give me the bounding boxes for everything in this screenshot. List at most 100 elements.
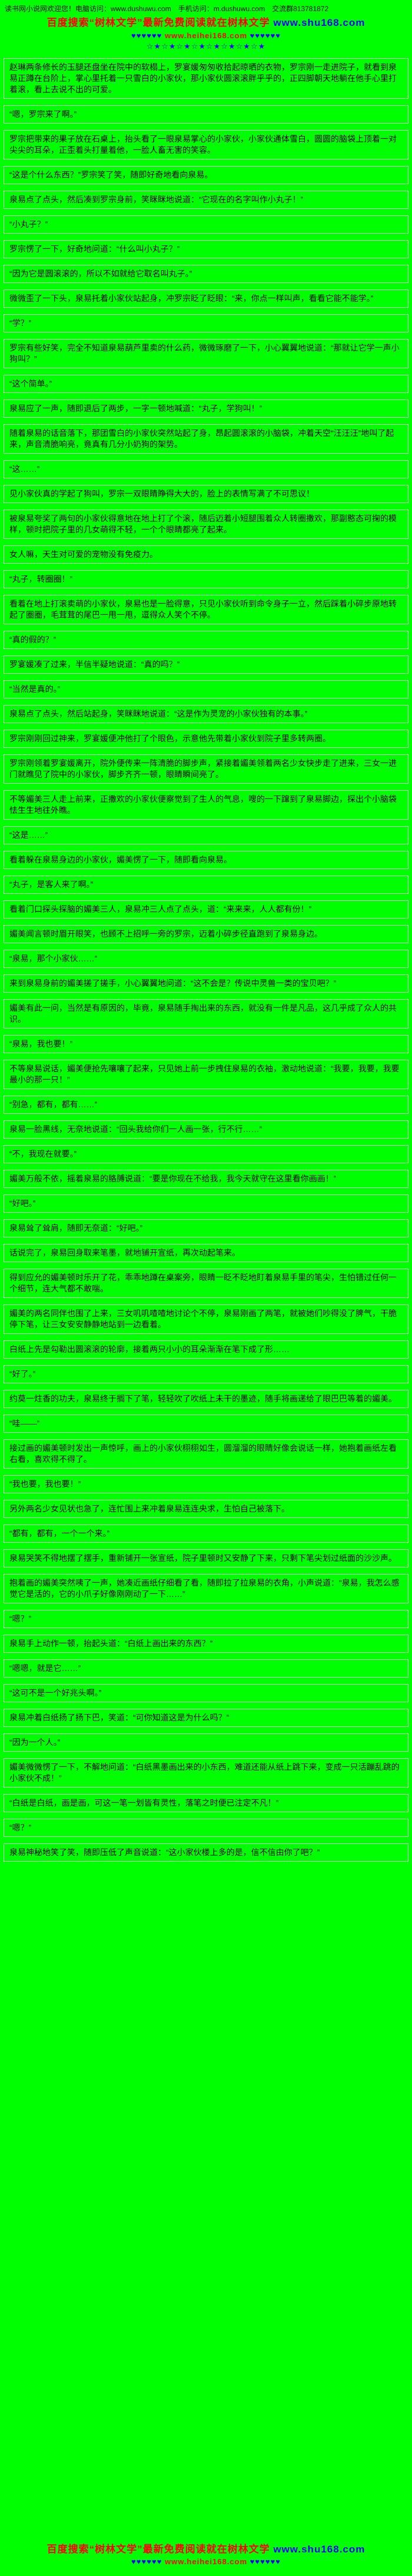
novel-paragraph: 泉易神秘地笑了笑，随即压低了声音说道：“这小家伙楼上多的是，信不信由你了吧？” [4,1843,408,1862]
novel-paragraph: 抱着画的媚美突然咦了一声，她凑近画纸仔细看了看，随即拉了拉泉易的衣角，小声说道：… [4,1574,408,1604]
novel-paragraph-text: 泉易耸了耸肩，随即无奈道：“好吧。” [9,1223,143,1233]
novel-paragraph-text: 看着门口探头探脑的媚美三人，泉易冲三人点了点头，道：“来来来，人人都有份！” [9,904,312,914]
novel-paragraph: “都有，都有，一个一个来。” [4,1525,408,1543]
novel-paragraph: 泉易哭笑不得地摆了摆手，重新铺开一张宣纸，院子里顿时又安静了下来，只剩下笔尖划过… [4,1549,408,1568]
novel-paragraph-text: “这是个什么东西？”罗宗笑了笑，随即好奇地看向泉易。 [9,170,213,180]
header-banner-title-line: 百度搜索“树林文学”最新免费阅读就在树林文学 www.shu168.com [0,16,412,31]
novel-paragraph-text: 媚美的两名同伴也围了上来，三女叽叽喳喳地讨论个不停，泉易刚画了两笔，就被她们吵得… [9,1309,397,1330]
novel-paragraph: 看着躲在泉易身边的小家伙，媚美愣了一下，随即看向泉易。 [4,851,408,870]
header-deco-symbols-line2: ☆★☆★☆★☆★☆★☆★☆★☆★ [146,42,266,51]
header-deco-symbols-right: ♥♥♥♥♥♥ [250,31,281,40]
chapter-content: 赵琳两条修长的玉腿还盘坐在院中的软榻上，罗宴媛匆匆收拾起晾晒的衣物，罗宗刚一走进… [0,58,412,1862]
novel-paragraph: 泉易冲着白纸扬了扬下巴，笑道：“可你知道这是为什么吗？” [4,1709,408,1728]
novel-paragraph: “这……” [4,460,408,479]
novel-paragraph-text: “哇——” [9,1419,40,1429]
novel-paragraph: “泉易，我也要！” [4,1035,408,1054]
novel-paragraph-text: 泉易神秘地笑了笑，随即压低了声音说道：“这小家伙楼上多的是，信不信由你了吧？” [9,1848,320,1858]
novel-paragraph-text: “好吧。” [9,1199,36,1209]
novel-paragraph-text: “好了。” [9,1369,36,1379]
novel-paragraph-text: “嗯嗯，就是它……” [9,1663,81,1673]
novel-paragraph: 随着泉易的话音落下，那团雪白的小家伙突然站起了身，昂起圆滚滚的小脑袋，冲着天空“… [4,424,408,454]
novel-paragraph: “真的假的？” [4,631,408,650]
novel-paragraph-text: 泉易应了一声，随即退后了两步，一字一顿地喊道：“丸子，学狗叫！” [9,404,263,414]
novel-paragraph-text: 微微歪了一下头，泉易托着小家伙站起身，冲罗宗眨了眨眼：“来，你点一样叫声，看看它… [9,294,374,304]
novel-paragraph-text: 赵琳两条修长的玉腿还盘坐在院中的软榻上，罗宴媛匆匆收拾起晾晒的衣物，罗宗刚一走进… [9,62,397,95]
novel-paragraph: 赵琳两条修长的玉腿还盘坐在院中的软榻上，罗宴媛匆匆收拾起晾晒的衣物，罗宗刚一走进… [4,58,408,99]
novel-paragraph-text: “别急，都有，都有……” [9,1100,98,1110]
novel-paragraph-text: “我也要，我也要！” [9,1479,81,1489]
novel-paragraph-text: 白纸上先是勾勒出圆滚滚的轮廓，接着两只小小的耳朵渐渐在笔下成了形…… [9,1344,290,1354]
header-banner: 百度搜索“树林文学”最新免费阅读就在树林文学 www.shu168.com ♥♥… [0,16,412,52]
novel-paragraph-text: “白纸是白纸，画是画，可这一笔一划皆有灵性，落笔之时便已注定不凡！” [9,1798,279,1808]
novel-paragraph-text: 见小家伙真的学起了狗叫，罗宗一双眼睛睁得大大的，脸上的表情写满了不可思议！ [9,489,314,499]
novel-paragraph: 话说完了，泉易回身取来笔墨，就地铺开宣纸，再次动起笔来。 [4,1244,408,1263]
novel-paragraph-text: “因为一个人。” [9,1738,61,1748]
novel-paragraph-text: “泉易，那个小家伙……” [9,954,98,964]
novel-paragraph-text: 泉易手上动作一顿，抬起头道：“白纸上画出来的东西？” [9,1639,213,1649]
footer-deco-url[interactable]: www.heihei168.com [164,2557,248,2567]
novel-paragraph-text: 另外两名少女见状也急了，连忙围上来冲着泉易连连央求，生怕自己被落下。 [9,1504,290,1514]
novel-paragraph: 媚美万般不依，摇着泉易的胳膊说道：“要是你现在不给我，我今天就守在这里看你画画！… [4,1170,408,1189]
footer-deco-symbols-right: ♥♥♥♥♥♥ [250,2557,281,2567]
novel-paragraph: “嗯？” [4,1610,408,1629]
novel-paragraph: “学？” [4,314,408,333]
novel-paragraph-text: “这……” [9,464,40,474]
novel-paragraph-text: 罗宗愣了一下，好奇地问道：“什么叫小丸子？” [9,244,180,254]
novel-paragraph: “小丸子？” [4,215,408,234]
novel-paragraph: “这可不是一个好兆头啊。” [4,1684,408,1703]
novel-paragraph: 泉易点了点头，然后凑到罗宗身前，笑眯眯地说道：“它现在的名字叫作小丸子！” [4,191,408,209]
novel-paragraph: 罗宗有些好笑，完全不知道泉易葫芦里卖的什么药，微微琢磨了一下，小心翼翼地说道：“… [4,339,408,369]
novel-paragraph-text: 媚美闻言顿时眉开眼笑，也顾不上招呼一旁的罗宗，迈着小碎步径直跑到了泉易身边。 [9,929,323,939]
novel-paragraph: 媚美有此一问，当然是有原因的，毕竟，泉易随手掏出来的东西，就没有一件是凡品，这几… [4,999,408,1029]
novel-paragraph: “当然是真的。” [4,680,408,699]
novel-paragraph-text: 不等媚美三人走上前来，正撒欢的小家伙便察觉到了生人的气息，嗖的一下蹿到了泉易脚边… [9,794,397,816]
novel-paragraph-text: 泉易哭笑不得地摆了摆手，重新铺开一张宣纸，院子里顿时又安静了下来，只剩下笔尖划过… [9,1553,397,1563]
novel-paragraph-text: “嗯？” [9,1823,32,1833]
novel-paragraph-text: 看着躲在泉易身边的小家伙，媚美愣了一下，随即看向泉易。 [9,855,232,865]
novel-paragraph-text: 泉易一脸黑线，无奈地说道：“回头我给你们一人画一张，行不行……” [9,1124,263,1134]
novel-paragraph: “这是……” [4,826,408,845]
novel-paragraph: 见小家伙真的学起了狗叫，罗宗一双眼睛睁得大大的，脸上的表情写满了不可思议！ [4,485,408,504]
site-notice: 读书网小说网欢迎您！电脑访问：www.dushuwu.com 手机访问：m.du… [5,5,329,13]
novel-paragraph-text: “都有，都有，一个一个来。” [9,1529,110,1539]
novel-paragraph: 媚美闻言顿时眉开眼笑，也顾不上招呼一旁的罗宗，迈着小碎步径直跑到了泉易身边。 [4,925,408,944]
novel-paragraph-text: “嗯，罗宗来了啊。” [9,109,77,119]
novel-paragraph-text: 看着在地上打滚卖萌的小家伙，泉易也是一脸得意，只见小家伙听到命令身子一立，然后踩… [9,599,397,620]
novel-paragraph-text: 媚美有此一问，当然是有原因的，毕竟，泉易随手掏出来的东西，就没有一件是凡品，这几… [9,1003,397,1024]
header-banner-slogan: 百度搜索“树林文学”最新免费阅读就在树林文学 [46,17,270,28]
novel-paragraph: 看着在地上打滚卖萌的小家伙，泉易也是一脸得意，只见小家伙听到命令身子一立，然后踩… [4,595,408,625]
novel-paragraph-text: 泉易冲着白纸扬了扬下巴，笑道：“可你知道这是为什么吗？” [9,1713,230,1723]
novel-paragraph-text: 泉易点了点头，然后站起身，笑眯眯地说道：“这是作为灵宠的小家伙独有的本事。” [9,709,308,719]
footer-banner-site-url[interactable]: www.shu168.com [273,2543,366,2555]
novel-paragraph-text: “不，我现在就要。” [9,1149,77,1159]
novel-paragraph-text: 泉易点了点头，然后凑到罗宗身前，笑眯眯地说道：“它现在的名字叫作小丸子！” [9,195,304,205]
novel-paragraph-text: 媚美微微愣了一下，不解地问道：“白纸黑墨画出来的小东西，难道还能从纸上跳下来，变… [9,1762,400,1783]
header-deco-symbols-left: ♥♥♥♥♥♥ [131,31,162,40]
novel-paragraph-text: 来到泉易身前的媚美搓了搓手，小心翼翼地问道：“这不会是？传说中灵兽一类的宝贝吧？… [9,979,337,989]
novel-paragraph-text: “真的假的？” [9,635,57,645]
novel-paragraph: 罗宴媛凑了过来，半信半疑地说道：“真的吗？” [4,655,408,674]
novel-paragraph: 不等泉易说话，媚美便抢先嚷嚷了起来，只见她上前一步拽住泉易的衣袖，激动地说道：“… [4,1060,408,1090]
novel-paragraph-text: 不等泉易说话，媚美便抢先嚷嚷了起来，只见她上前一步拽住泉易的衣袖，激动地说道：“… [9,1064,400,1085]
footer-banner: 百度搜索“树林文学”最新免费阅读就在树林文学 www.shu168.com ♥♥… [0,2542,412,2568]
novel-paragraph: “嗯？” [4,1819,408,1838]
novel-paragraph: “好了。” [4,1365,408,1384]
novel-paragraph: “因为一个人。” [4,1733,408,1752]
novel-paragraph-text: “这是……” [9,830,48,840]
novel-paragraph: 另外两名少女见状也急了，连忙围上来冲着泉易连连央求，生怕自己被落下。 [4,1500,408,1519]
novel-paragraph: 泉易耸了耸肩，随即无奈道：“好吧。” [4,1219,408,1238]
footer-deco-symbols-left: ♥♥♥♥♥♥ [131,2557,162,2567]
header-deco-url[interactable]: www.heihei168.com [164,31,248,40]
novel-paragraph-text: “当然是真的。” [9,684,61,694]
novel-paragraph: “这个简单。” [4,375,408,394]
novel-paragraph-text: “学？” [9,318,32,328]
novel-paragraph: 罗宗刚领着罗宴媛离开，院外便传来一阵清脆的脚步声，紧接着媚美领着两名少女快步走了… [4,754,408,784]
novel-paragraph: “丸子，转圈圈！” [4,570,408,589]
novel-paragraph: 泉易点了点头，然后站起身，笑眯眯地说道：“这是作为灵宠的小家伙独有的本事。” [4,705,408,724]
novel-paragraph-text: “这可不是一个好兆头啊。” [9,1688,102,1698]
novel-paragraph: 接过画的媚美顿时发出一声惊呼，画上的小家伙栩栩如生，圆溜溜的眼睛好像会说话一样，… [4,1439,408,1469]
novel-paragraph: 罗宗把带来的果子放在石桌上，抬头看了一眼泉易掌心的小家伙，小家伙通体雪白，圆圆的… [4,130,408,160]
novel-paragraph: “嗯嗯，就是它……” [4,1659,408,1678]
header-banner-site-url[interactable]: www.shu168.com [273,17,366,28]
